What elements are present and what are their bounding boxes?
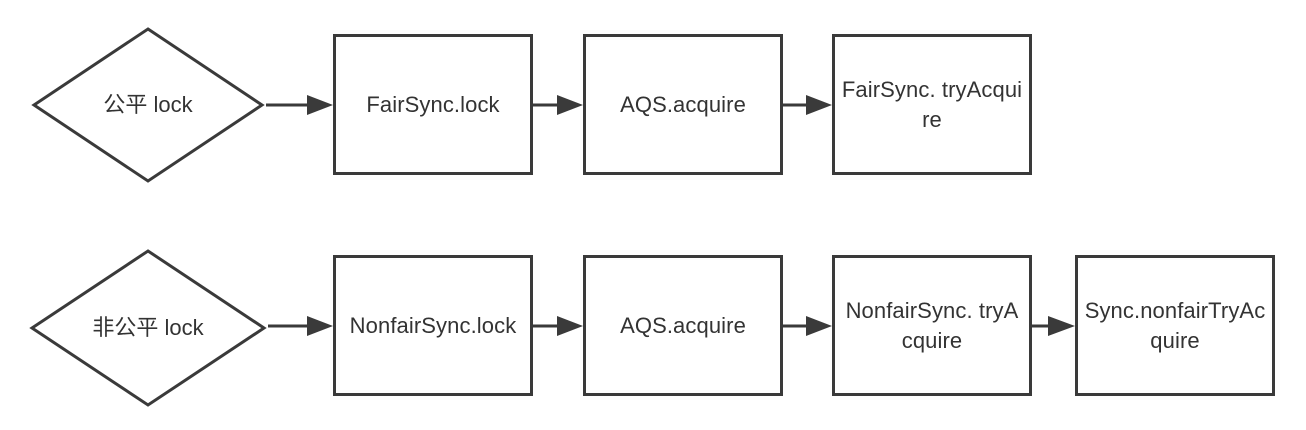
decision-nonfair-lock[interactable]: 非公平 lock	[28, 247, 268, 409]
step-fairsync-tryacquire[interactable]: FairSync. tryAcquire	[832, 34, 1032, 175]
arrow-fairsync-lock-to-aqs-acquire	[533, 93, 583, 117]
decision-fair-lock[interactable]: 公平 lock	[30, 25, 266, 185]
step-nonfairsync-tryacquire-label: NonfairSync. tryAcquire	[845, 297, 1019, 353]
arrow-nonfairsync-lock-to-aqs-acquire	[533, 314, 583, 338]
arrow-fair-start-to-fairsync-lock	[266, 93, 333, 117]
step-nonfairsync-lock-label: NonfairSync.lock	[349, 312, 517, 338]
step-nonfairsync-lock[interactable]: NonfairSync.lock	[333, 255, 533, 396]
step-fairsync-lock-label: FairSync.lock	[366, 91, 500, 117]
decision-fair-lock-label: 公平 lock	[103, 92, 193, 117]
step-sync-nonfairtryacquire[interactable]: Sync.nonfairTryAcquire	[1075, 255, 1275, 396]
arrow-aqs-acquire-to-nonfairsync-tryacquire	[783, 314, 832, 338]
arrow-nonfair-start-to-nonfairsync-lock	[268, 314, 333, 338]
step-nonfairsync-tryacquire[interactable]: NonfairSync. tryAcquire	[832, 255, 1032, 396]
diamond-shape-icon	[31, 27, 265, 183]
step-aqs-acquire-nonfair[interactable]: AQS.acquire	[583, 255, 783, 396]
step-fairsync-lock[interactable]: FairSync.lock	[333, 34, 533, 175]
step-sync-nonfairtryacquire-label: Sync.nonfairTryAcquire	[1084, 297, 1266, 353]
arrow-nonfairsync-tryacquire-to-sync-nonfairtryacquire	[1032, 314, 1075, 338]
arrow-aqs-acquire-to-fairsync-tryacquire	[783, 93, 832, 117]
decision-nonfair-lock-label: 非公平 lock	[92, 315, 204, 340]
diamond-shape-icon	[29, 249, 267, 407]
step-aqs-acquire-nonfair-label: AQS.acquire	[620, 312, 746, 338]
step-fairsync-tryacquire-label: FairSync. tryAcquire	[841, 76, 1023, 132]
step-aqs-acquire-fair[interactable]: AQS.acquire	[583, 34, 783, 175]
step-aqs-acquire-fair-label: AQS.acquire	[620, 91, 746, 117]
